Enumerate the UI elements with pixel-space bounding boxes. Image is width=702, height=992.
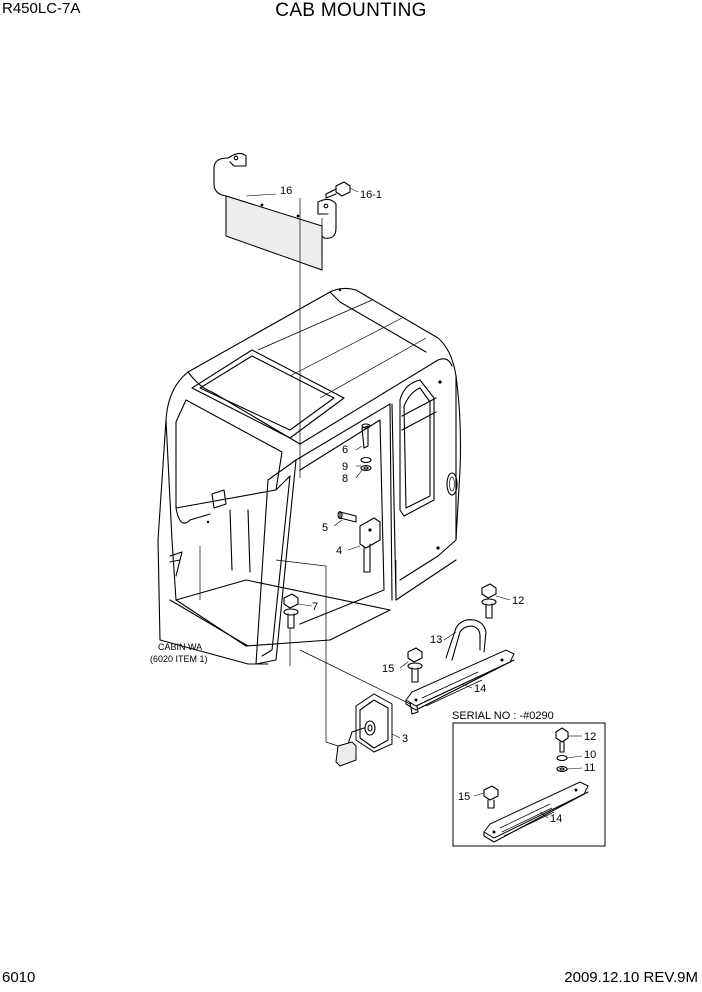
callout-8: 8 [342,473,348,485]
callout-16: 16 [280,185,292,197]
bolt-stack-6-9-8 [360,423,372,472]
pin-5 [337,510,357,523]
step-14 [405,649,515,711]
bracket-4 [359,517,381,573]
bolt-12 [481,583,497,619]
inset-callout-14: 14 [550,813,562,825]
callout-9: 9 [342,461,348,473]
callout-6: 6 [342,444,348,456]
inset-callout-12: 12 [584,731,596,743]
sunvisor-bolt [325,181,351,199]
leader-lines [245,187,511,747]
callout-7: 7 [312,601,318,613]
page-title: CAB MOUNTING [275,0,427,21]
handrail-13 [445,619,487,661]
cab-body [157,287,462,665]
serial-inset-box [452,722,606,847]
callout-12: 12 [512,595,524,607]
callout-14: 14 [474,683,486,695]
model-code: R450LC-7A [2,0,81,17]
callout-16-1: 16-1 [360,189,382,201]
inset-callout-11: 11 [584,762,595,774]
page-number: 6010 [2,969,36,986]
mirror-3 [335,693,419,767]
cabin-note-line1: CABIN WA [158,642,202,652]
revision-date: 2009.12.10 REV.9M [564,969,698,986]
inset-callout-15: 15 [458,791,470,803]
sunvisor-part [213,152,337,271]
callout-15: 15 [382,663,394,675]
cabin-note-line2: (6020 ITEM 1) [150,654,208,664]
bolt-7 [283,593,299,629]
callout-5: 5 [322,522,328,534]
bolt-15 [407,647,423,683]
callout-13: 13 [430,634,442,646]
callout-4: 4 [336,545,342,557]
serial-number-label: SERIAL NO : -#0290 [452,710,554,722]
inset-callout-10: 10 [584,749,596,761]
callout-3: 3 [402,733,408,745]
